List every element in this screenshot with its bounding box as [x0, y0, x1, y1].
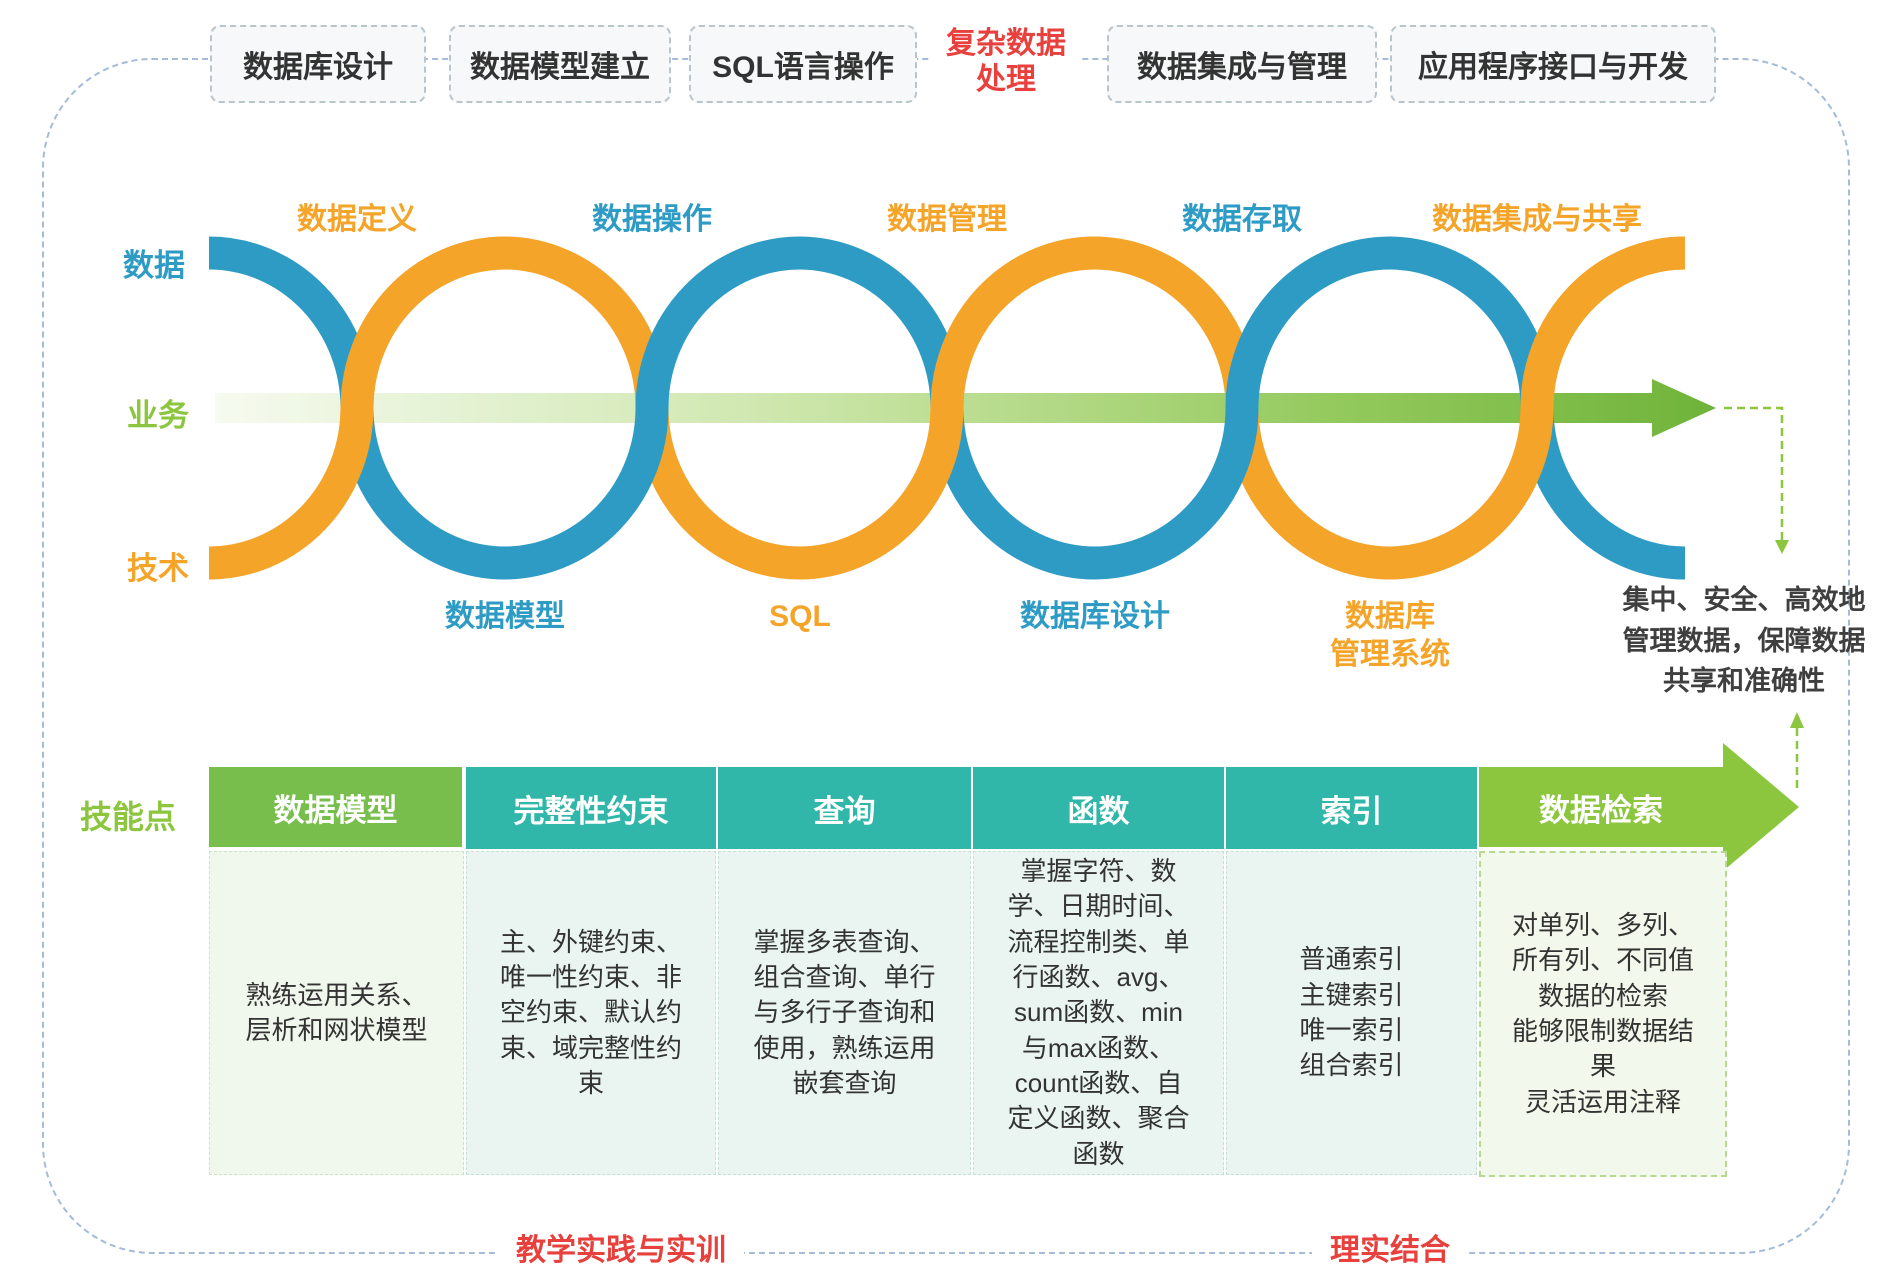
- skills-header-functions: 函数: [973, 767, 1224, 849]
- skills-connector-arrowhead: [1790, 712, 1804, 728]
- business-arrow: [215, 379, 1716, 437]
- side-label-data: 数据: [123, 248, 185, 283]
- chain-label-database-design: 数据库设计: [1020, 600, 1170, 633]
- chain-label-data-access: 数据存取: [1182, 203, 1302, 236]
- skills-arrow: [1479, 743, 1799, 871]
- skills-header-integrity: 完整性约束: [466, 767, 716, 849]
- chain-label-data-integration-sharing: 数据集成与共享: [1432, 203, 1642, 236]
- skills-body-data-model: 熟练运用关系、 层析和网状模型: [209, 851, 464, 1175]
- result-connector-arrowhead: [1775, 540, 1789, 554]
- chain-label-data-model: 数据模型: [445, 600, 565, 633]
- skills-row-label: 技能点: [80, 799, 177, 835]
- tech-strand-overpass: [208, 236, 506, 580]
- side-label-tech: 技术: [127, 551, 189, 586]
- skills-body-functions: 掌握字符、数 学、日期时间、 流程控制类、单 行函数、avg、 sum函数、mi…: [973, 851, 1224, 1175]
- skills-body-index: 普通索引 主键索引 唯一索引 组合索引: [1226, 851, 1477, 1175]
- tech-strand-overpass: [799, 236, 1096, 580]
- skills-header-data-retrieval: 数据检索: [1539, 792, 1663, 828]
- result-connector: [1724, 406, 1784, 542]
- result-note: 集中、安全、高效地 管理数据，保障数据 共享和准确性: [1622, 585, 1866, 696]
- skills-header-query: 查询: [718, 767, 971, 849]
- top-box-data-modeling: 数据模型建立: [449, 25, 671, 103]
- tech-strand-overpass: [1389, 236, 1686, 580]
- top-box-api-development: 应用程序接口与开发: [1390, 25, 1716, 103]
- footer-label-practice: 教学实践与实训: [498, 1232, 744, 1270]
- top-box-data-integration: 数据集成与管理: [1107, 25, 1377, 103]
- footer-label-theory-practice: 理实结合: [1312, 1232, 1468, 1270]
- skills-header-index: 索引: [1226, 767, 1477, 849]
- chain-label-dbms: 数据库 管理系统: [1330, 600, 1450, 671]
- top-box-database-design: 数据库设计: [210, 25, 426, 103]
- chain-label-data-operation: 数据操作: [592, 203, 712, 236]
- skills-body-query: 掌握多表查询、 组合查询、单行 与多行子查询和 使用，熟练运用 嵌套查询: [718, 851, 971, 1175]
- skills-header-data-model: 数据模型: [209, 767, 462, 847]
- top-box-sql: SQL语言操作: [689, 25, 917, 103]
- skills-body-integrity: 主、外键约束、 唯一性约束、非 空约束、默认约 束、域完整性约 束: [466, 851, 716, 1175]
- side-label-business: 业务: [127, 398, 189, 433]
- chain-label-data-management: 数据管理: [887, 203, 1007, 236]
- chain-label-sql: SQL: [769, 600, 831, 633]
- skills-body-data-retrieval: 对单列、多列、 所有列、不同值 数据的检索 能够限制数据结 果 灵活运用注释: [1479, 851, 1727, 1177]
- top-label-complex-data: 复杂数据 处理: [930, 22, 1082, 102]
- chain-label-data-definition: 数据定义: [297, 203, 417, 236]
